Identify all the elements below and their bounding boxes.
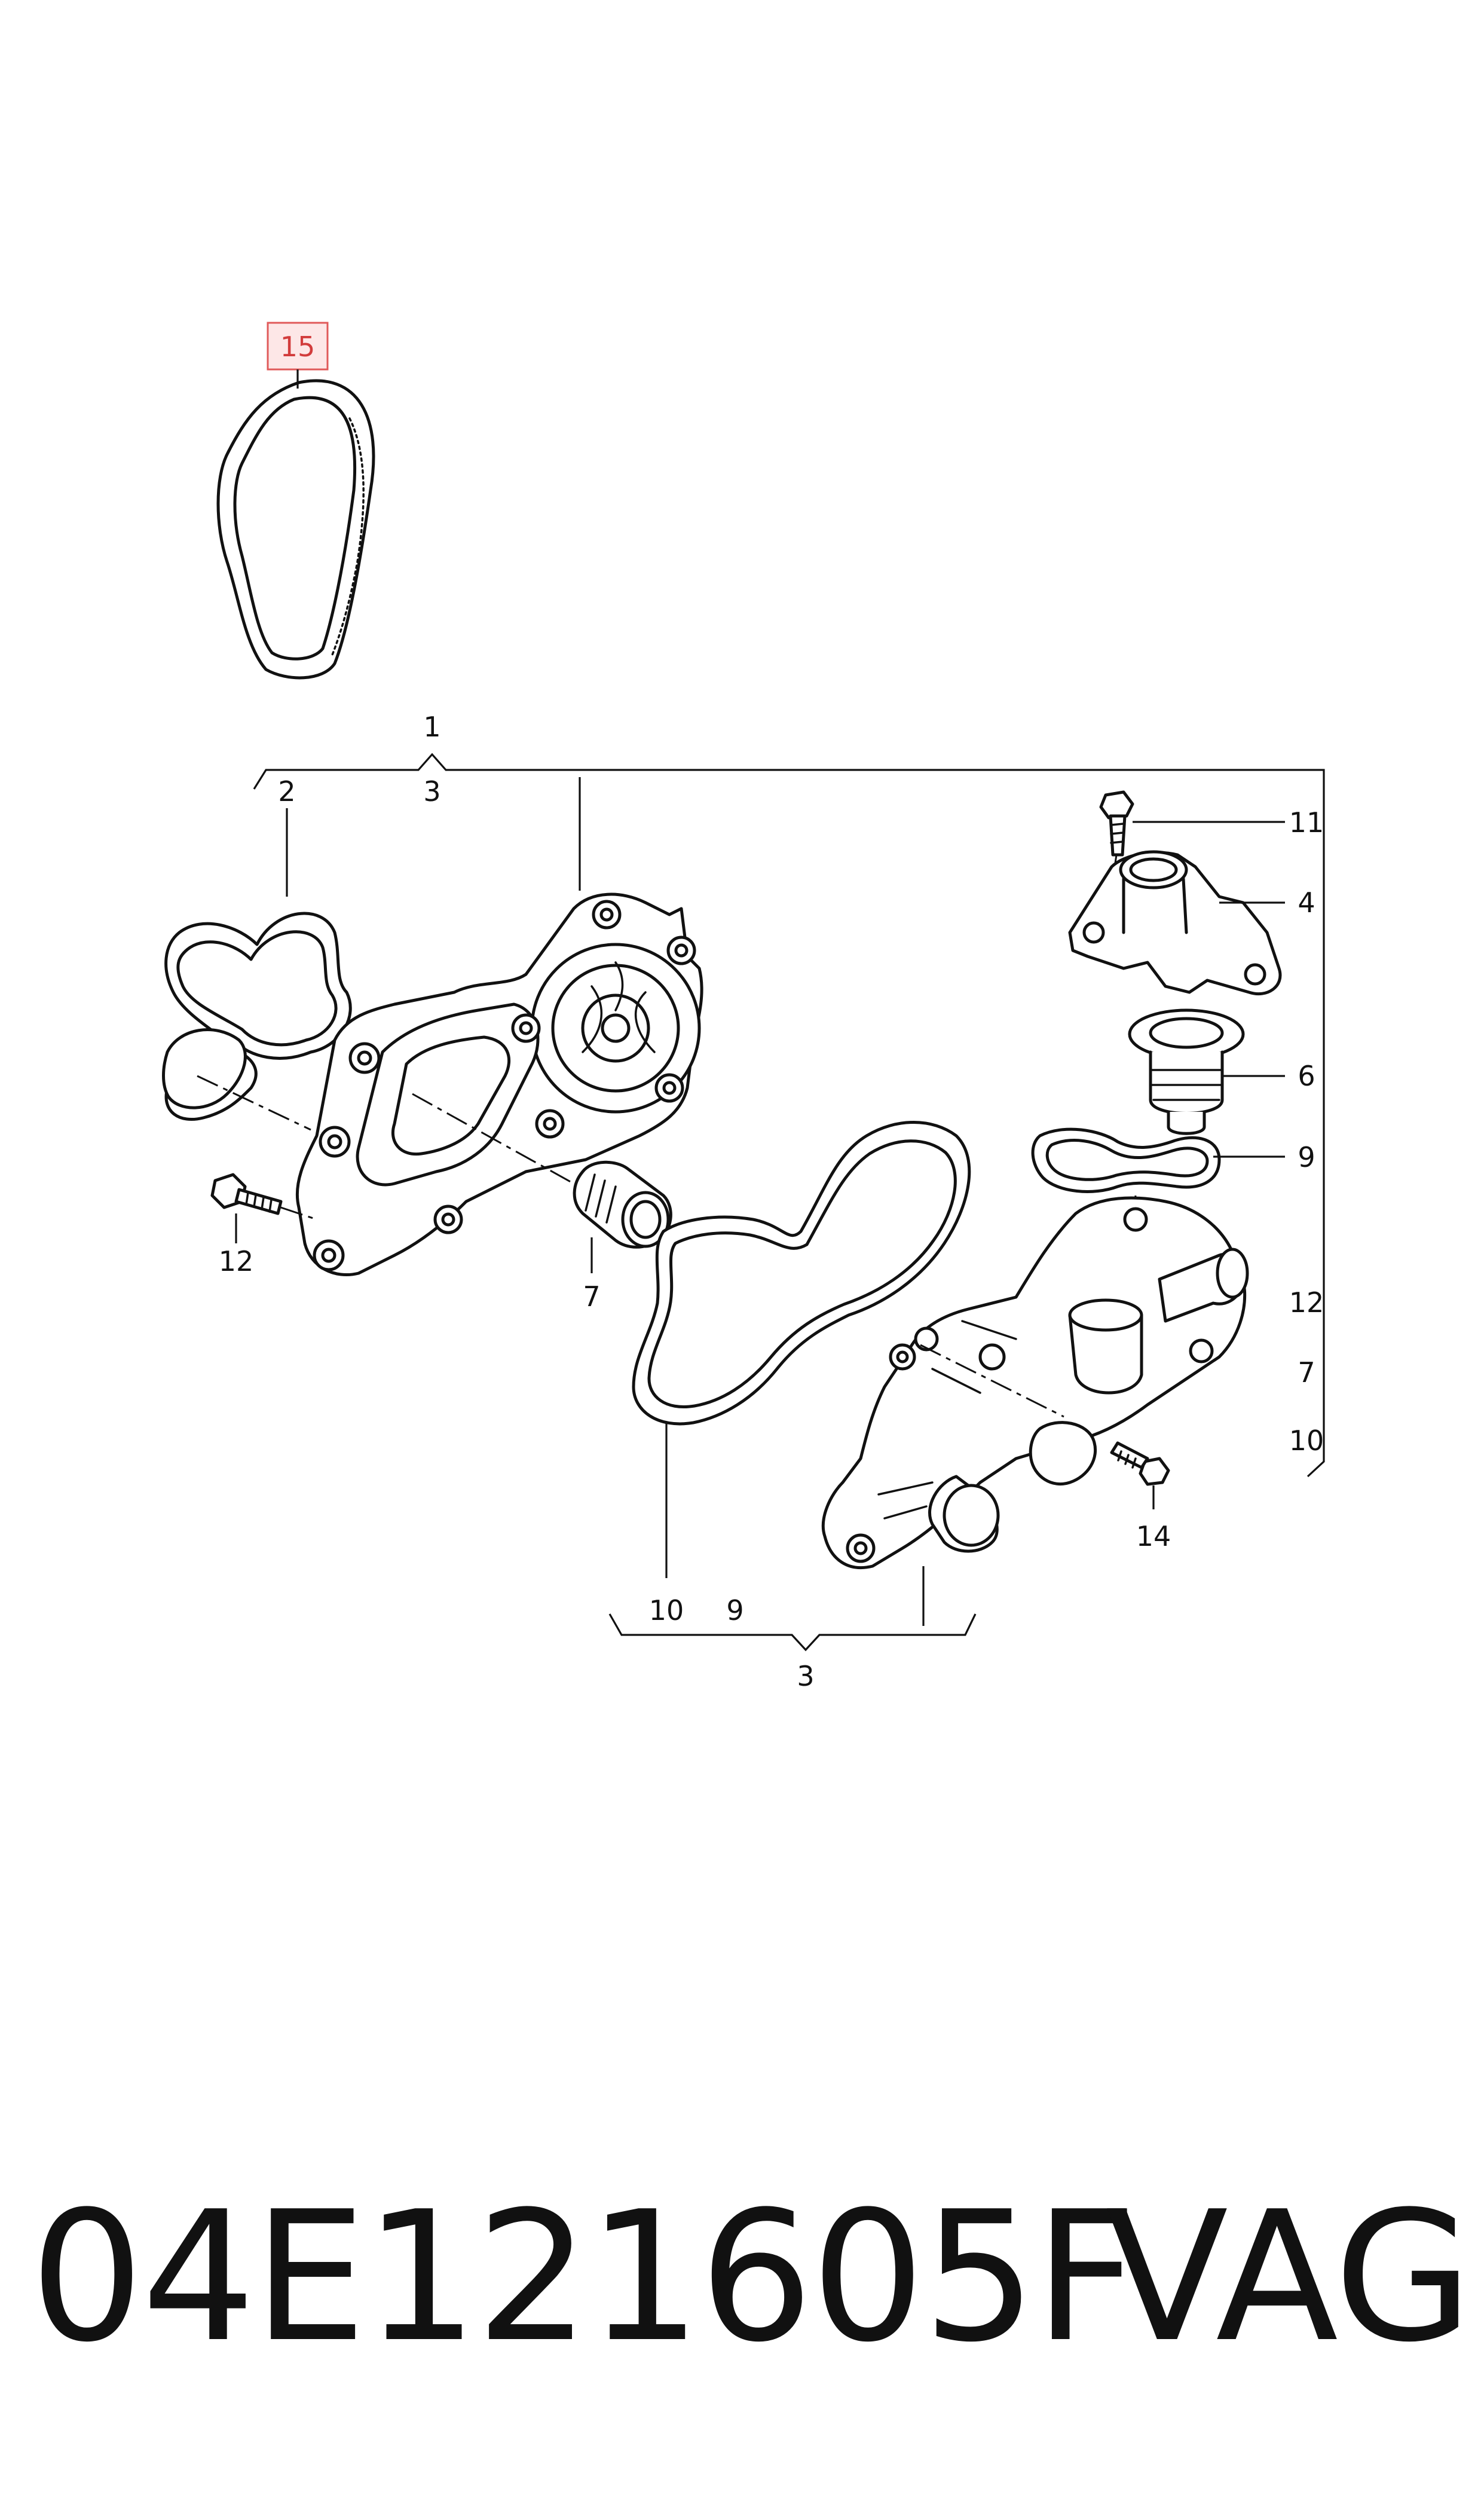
footer: 04E121605F VAG [0, 2170, 1484, 2385]
bolt-part-11[interactable] [1099, 790, 1134, 857]
gasket-part-9[interactable] [1031, 1127, 1221, 1193]
callout-10-bottom[interactable]: 10 [649, 1594, 684, 1627]
callout-11[interactable]: 11 [1289, 806, 1324, 839]
group-bracket-bottom [608, 1613, 977, 1652]
callout-9-right[interactable]: 9 [1298, 1141, 1315, 1173]
callout-7-left[interactable]: 7 [583, 1280, 600, 1313]
callout-1[interactable]: 1 [423, 711, 440, 743]
callout-14[interactable]: 14 [1136, 1520, 1171, 1552]
group-bracket-top [253, 753, 1325, 1478]
drive-belt-part-15[interactable] [216, 379, 375, 680]
gasket-part-2[interactable] [162, 912, 352, 1121]
callout-15[interactable]: 15 [280, 331, 316, 363]
gasket-part-10[interactable] [632, 1121, 971, 1426]
callout-3-bottom[interactable]: 3 [797, 1660, 814, 1692]
thermostat-housing-right[interactable] [821, 1196, 1249, 1570]
callout-10-right[interactable]: 10 [1289, 1424, 1324, 1457]
callout-2[interactable]: 2 [278, 775, 295, 808]
part-number: 04E121605F [30, 2173, 1137, 2382]
thermostat-part-6[interactable] [1128, 1008, 1245, 1135]
callout-7-right[interactable]: 7 [1298, 1356, 1315, 1389]
bolt-part-12-left[interactable] [210, 1173, 283, 1215]
thermostat-cover-part-4[interactable] [1068, 850, 1282, 996]
callout-9-bottom[interactable]: 9 [726, 1594, 743, 1627]
brand-name: VAG [1106, 2173, 1473, 2382]
callout-12-left[interactable]: 12 [219, 1245, 254, 1277]
connector-pipe-part-7[interactable] [573, 1160, 672, 1249]
callout-15-highlight [267, 322, 329, 371]
callout-12-right[interactable]: 12 [1289, 1286, 1324, 1319]
callout-4[interactable]: 4 [1298, 886, 1315, 919]
callout-3-top[interactable]: 3 [423, 775, 440, 808]
bolt-part-14[interactable] [1110, 1441, 1170, 1486]
callout-6[interactable]: 6 [1298, 1060, 1315, 1092]
water-pump-housing-left[interactable] [295, 892, 703, 1277]
